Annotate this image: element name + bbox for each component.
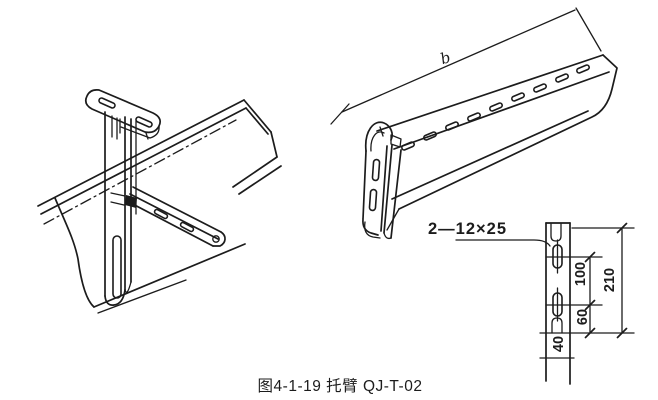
slot-spec-label: 2—12×25 xyxy=(428,220,507,238)
callout-leader xyxy=(455,239,551,247)
channel-strip xyxy=(545,222,571,385)
dim-210-label: 210 xyxy=(602,268,618,292)
slot-spec-callout: 2—12×25 xyxy=(428,220,551,247)
beam-break-edge xyxy=(54,197,95,308)
arm-slot xyxy=(179,221,195,233)
mount-slot xyxy=(368,188,378,212)
assembly-view xyxy=(37,89,282,314)
plate-slot xyxy=(98,97,116,109)
post-slot xyxy=(112,235,122,299)
beam-centerline xyxy=(43,119,237,225)
detail-dimensions: 100 60 210 40 xyxy=(539,222,635,359)
arm-isometric-view: b xyxy=(330,7,618,240)
dim-60-label: 60 xyxy=(575,309,591,325)
end-detail-view: 100 60 210 40 2—12×25 xyxy=(428,220,635,385)
figure-caption: 图4-1-19 托臂 QJ-T-02 xyxy=(258,377,423,395)
dim-100-label: 100 xyxy=(573,262,589,286)
dim-40-label: 40 xyxy=(551,336,567,352)
arm-body xyxy=(376,54,618,231)
slot-row xyxy=(401,64,590,151)
brace-arm xyxy=(126,186,226,247)
beam-channel xyxy=(37,99,282,314)
length-dimension: b xyxy=(330,7,602,125)
vertical-post xyxy=(104,111,137,306)
mount-end xyxy=(362,121,402,240)
mount-slot xyxy=(371,158,381,182)
arm-length-label: b xyxy=(438,48,453,68)
plate-slot xyxy=(135,116,153,128)
mounting-plate xyxy=(84,89,161,140)
arm-bolt-hole xyxy=(212,235,220,243)
arm-slot xyxy=(153,208,169,220)
